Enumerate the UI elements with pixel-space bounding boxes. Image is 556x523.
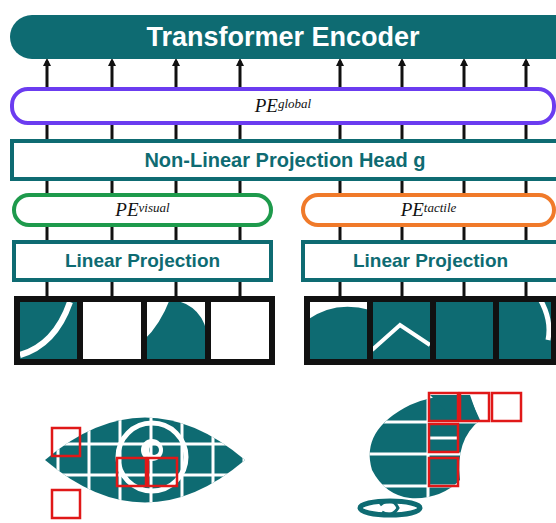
node-label: Non-Linear Projection Head g	[144, 149, 425, 172]
token-line	[239, 181, 242, 193]
token-line	[111, 125, 114, 139]
superscript-label: tactile	[424, 200, 457, 216]
projection-box: Linear Projection	[12, 240, 273, 282]
node-label: PE	[255, 95, 278, 117]
positional-encoding: PEtactile	[301, 193, 556, 227]
token-line	[46, 227, 49, 240]
token-line	[463, 125, 466, 139]
token-arrow	[239, 61, 242, 87]
token-line	[339, 125, 342, 139]
token-line	[463, 181, 466, 193]
token-line	[401, 227, 404, 240]
token-arrow	[175, 61, 178, 87]
token-line	[46, 181, 49, 193]
token-line	[175, 227, 178, 240]
projection-box: Linear Projection	[301, 240, 556, 282]
visual-patches	[17, 299, 272, 362]
superscript-label: visual	[139, 200, 170, 216]
token-arrow	[401, 61, 404, 87]
superscript-label: global	[278, 96, 311, 112]
token-line	[175, 181, 178, 193]
token-line	[46, 125, 49, 139]
token-line	[239, 125, 242, 139]
positional-encoding: PEvisual	[12, 193, 273, 227]
tactile-illustration	[360, 393, 521, 515]
token-line	[111, 181, 114, 193]
token-line	[239, 227, 242, 240]
token-line	[175, 125, 178, 139]
node-label: Transformer Encoder	[146, 22, 419, 53]
eye-illustration	[40, 380, 250, 523]
positional-encoding: PEglobal	[10, 87, 556, 125]
token-line	[339, 227, 342, 240]
token-arrow	[525, 61, 528, 87]
token-arrow	[339, 61, 342, 87]
token-line	[525, 181, 528, 193]
token-arrow	[46, 61, 49, 87]
token-line	[525, 125, 528, 139]
projection-head: Non-Linear Projection Head g	[10, 139, 556, 181]
token-line	[339, 181, 342, 193]
patch-lines	[47, 282, 526, 297]
node-label: Linear Projection	[353, 250, 508, 272]
node-label: PE	[115, 199, 138, 221]
token-line	[111, 227, 114, 240]
token-line	[463, 227, 466, 240]
tactile-patches	[307, 299, 554, 362]
encoder-band: Transformer Encoder	[10, 15, 556, 59]
token-line	[401, 125, 404, 139]
token-arrow	[111, 61, 114, 87]
token-line	[401, 181, 404, 193]
node-label: PE	[401, 199, 424, 221]
token-line	[525, 227, 528, 240]
node-label: Linear Projection	[65, 250, 220, 272]
token-arrow	[463, 61, 466, 87]
